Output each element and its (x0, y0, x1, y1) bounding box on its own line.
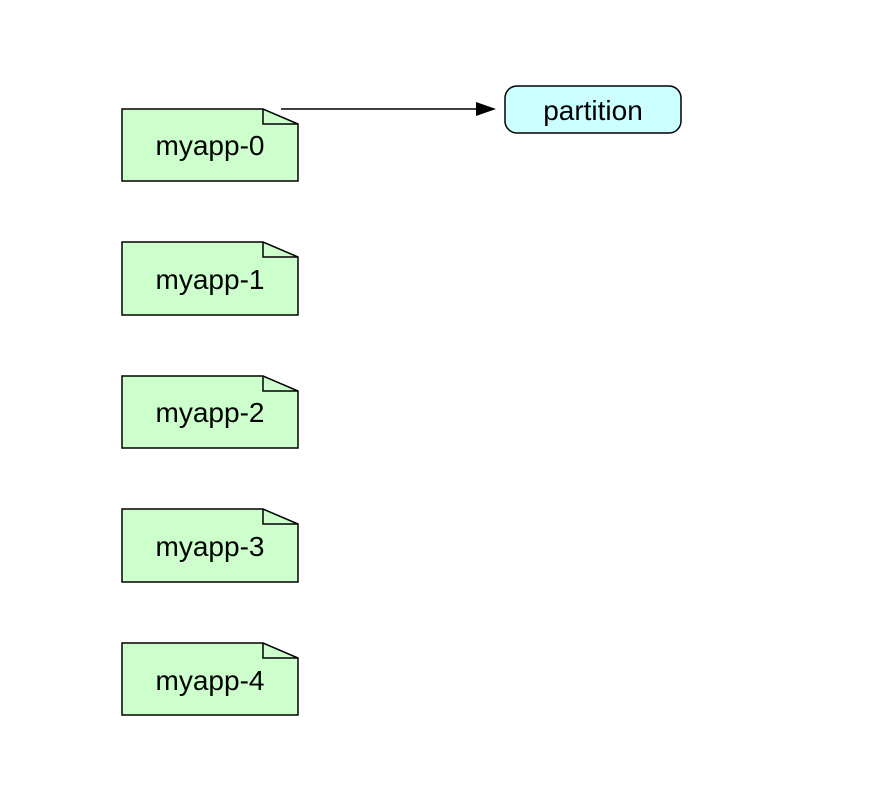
note-myapp-1[interactable]: myapp-1 (121, 241, 299, 316)
note-shape (121, 108, 299, 182)
note-label: myapp-2 (156, 397, 265, 428)
note-fold-icon (262, 242, 298, 258)
note-label: myapp-1 (156, 264, 265, 295)
note-label: myapp-3 (156, 531, 265, 562)
note-shape (121, 508, 299, 583)
note-label: myapp-0 (156, 130, 265, 161)
note-fold-icon (262, 509, 298, 525)
note-myapp-2[interactable]: myapp-2 (121, 375, 299, 449)
note-myapp-3[interactable]: myapp-3 (121, 508, 299, 583)
partition-node[interactable]: partition (504, 85, 682, 134)
note-fold-icon (262, 643, 298, 659)
note-myapp-0[interactable]: myapp-0 (121, 108, 299, 182)
partition-label: partition (543, 95, 643, 126)
note-fold-icon (262, 376, 298, 392)
note-myapp-4[interactable]: myapp-4 (121, 642, 299, 716)
partition-shape (504, 85, 682, 134)
note-fold-icon (262, 109, 298, 125)
note-shape (121, 642, 299, 716)
note-shape (121, 241, 299, 316)
note-label: myapp-4 (156, 665, 265, 696)
note-shape (121, 375, 299, 449)
